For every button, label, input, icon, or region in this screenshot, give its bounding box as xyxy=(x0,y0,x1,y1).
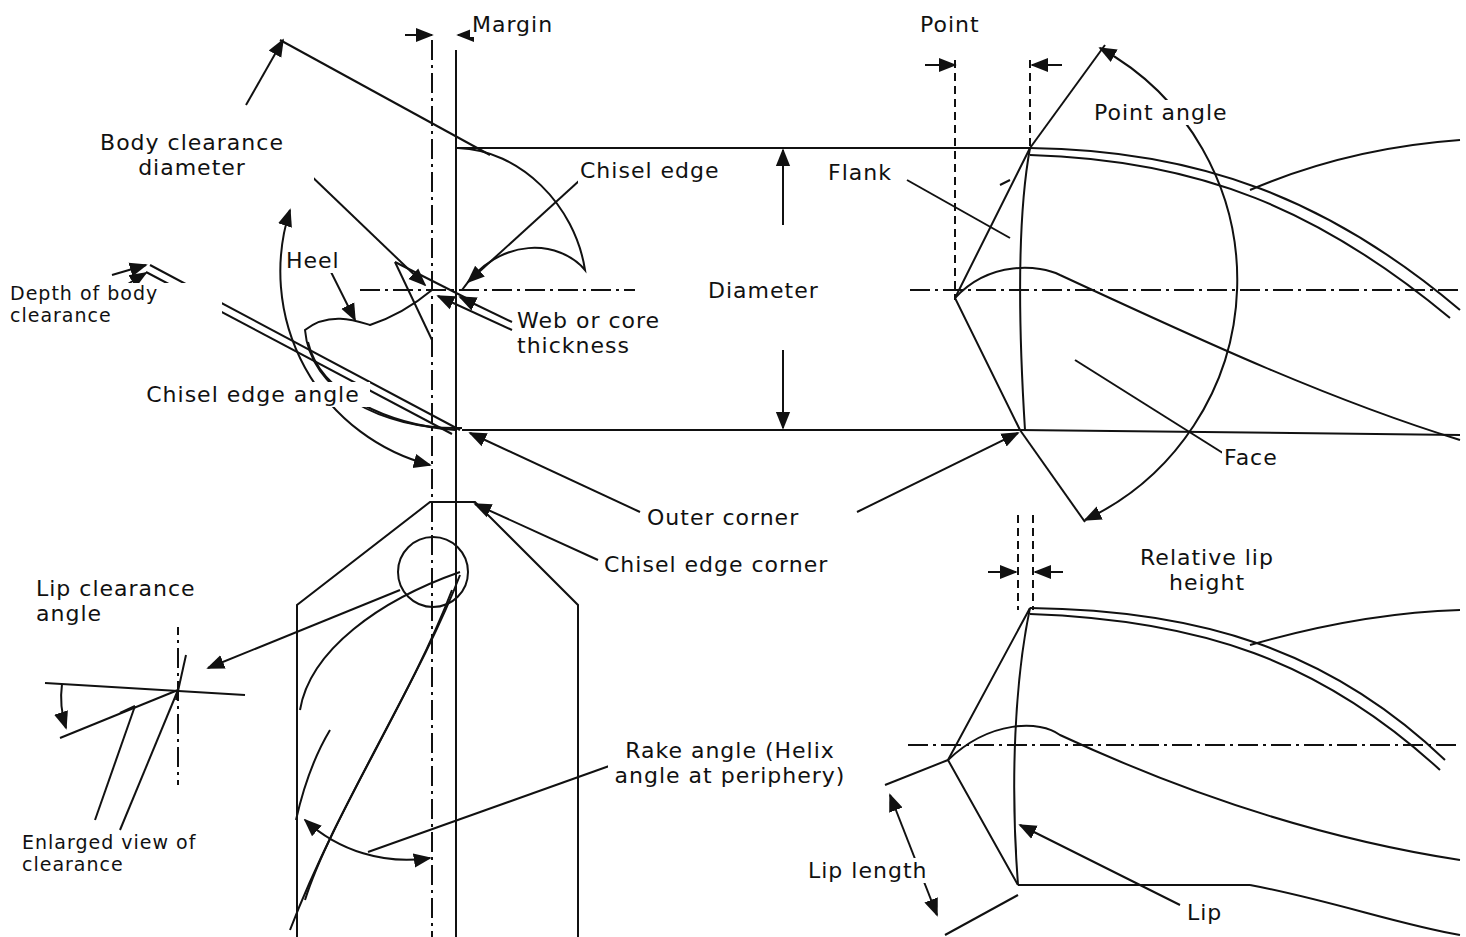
part-label: Lip xyxy=(1185,900,1224,925)
part-label: Chisel edge xyxy=(578,158,722,183)
part-label: Relative lip height xyxy=(1100,545,1314,596)
part-label: Web or core thickness xyxy=(515,308,734,359)
part-label: Point xyxy=(918,12,982,37)
part-label: Rake angle (Helix angle at periphery) xyxy=(608,738,852,789)
part-label: Lip length xyxy=(806,858,929,883)
part-label: Flank xyxy=(826,160,894,185)
part-label: Chisel edge corner xyxy=(602,552,830,577)
part-label: Body clearance diameter xyxy=(70,130,314,181)
part-label: Diameter xyxy=(706,278,821,303)
part-label: Face xyxy=(1222,445,1280,470)
part-label: Heel xyxy=(284,248,342,273)
part-label: Depth of body clearance xyxy=(8,283,222,327)
part-label: Enlarged view of clearance xyxy=(20,832,214,876)
part-label: Margin xyxy=(470,12,555,37)
part-label: Point angle xyxy=(1092,100,1230,125)
part-label: Outer corner xyxy=(645,505,801,530)
part-label: Chisel edge angle xyxy=(136,382,370,407)
part-label: Lip clearance angle xyxy=(34,576,228,627)
